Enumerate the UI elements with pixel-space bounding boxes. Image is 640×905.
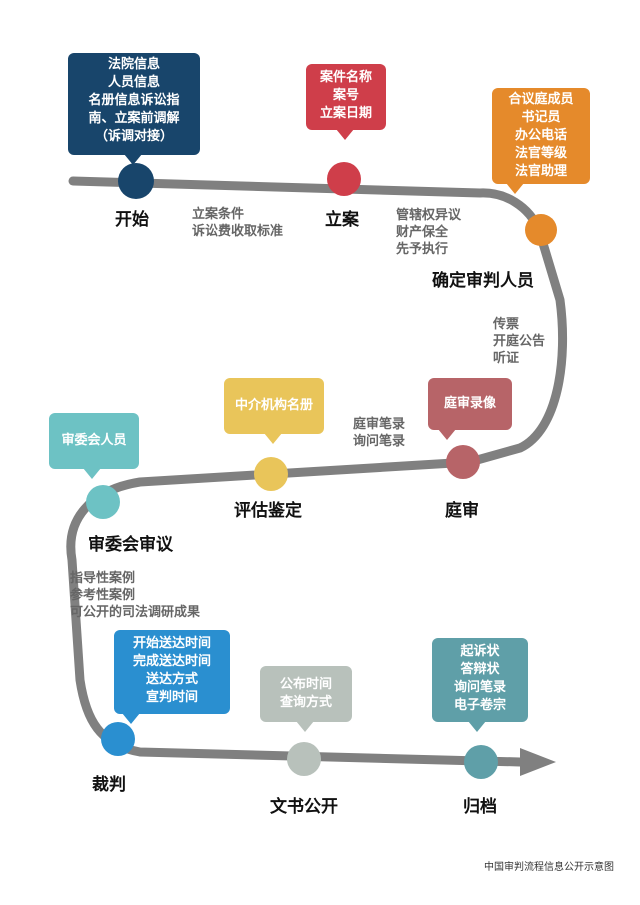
start-node bbox=[118, 163, 154, 199]
start-info-box: 法院信息人员信息名册信息诉讼指南、立案前调解 （诉调对接） bbox=[68, 53, 200, 165]
publish-info-box: 公布时间查询方式 bbox=[260, 666, 352, 732]
committee-info-box: 审委会人员 bbox=[49, 413, 139, 479]
note-start-filing: 立案条件诉讼费收取标准 bbox=[192, 206, 283, 240]
appraisal-node bbox=[254, 457, 288, 491]
archive-info-line: 答辩状 bbox=[460, 662, 500, 677]
committee-info-lines: 审委会人员 bbox=[49, 432, 139, 450]
publish-label: 文书公开 bbox=[270, 797, 338, 817]
diagram-caption: 中国审判流程信息公开示意图 bbox=[484, 862, 614, 873]
note-filing-judges: 管辖权异议财产保全先予执行 bbox=[396, 207, 461, 258]
start-info-line: 人员信息 bbox=[107, 75, 160, 90]
note-line: 诉讼费收取标准 bbox=[192, 224, 284, 239]
publish-info-line: 公布时间 bbox=[279, 677, 332, 692]
publish-info-line: 查询方式 bbox=[279, 695, 332, 710]
judges-node bbox=[525, 214, 557, 246]
appraisal-info-lines: 中介机构名册 bbox=[224, 397, 324, 415]
note-judges-trial: 传票开庭公告听证 bbox=[493, 316, 545, 367]
judges-info-line: 法官等级 bbox=[514, 146, 567, 161]
appraisal-info-box: 中介机构名册 bbox=[224, 378, 324, 444]
start-info-line: （诉调对接） bbox=[94, 129, 173, 144]
judgment-info-line: 送达方式 bbox=[145, 672, 198, 687]
trial-info-box: 庭审录像 bbox=[428, 378, 512, 440]
start-info-line: 南、立案前调解 bbox=[88, 111, 180, 126]
trial-info-line: 庭审录像 bbox=[443, 396, 496, 411]
filing-label: 立案 bbox=[325, 210, 359, 230]
archive-info-line: 起诉状 bbox=[460, 644, 500, 659]
committee-node bbox=[86, 485, 120, 519]
committee-label: 审委会审议 bbox=[88, 535, 173, 555]
start-info-lines: 法院信息人员信息名册信息诉讼指南、立案前调解 （诉调对接） bbox=[68, 56, 200, 146]
committee-info-line: 审委会人员 bbox=[61, 433, 127, 448]
archive-info-box: 起诉状答辩状询问笔录电子卷宗 bbox=[432, 638, 528, 732]
filing-info-line: 案件名称 bbox=[319, 70, 372, 85]
note-line: 开庭公告 bbox=[493, 334, 546, 349]
arrow-head-icon bbox=[520, 748, 556, 776]
trial-node bbox=[446, 445, 480, 479]
archive-node bbox=[464, 745, 498, 779]
judgment-info-line: 完成送达时间 bbox=[132, 654, 211, 669]
judges-info-lines: 合议庭成员书记员办公电话法官等级法官助理 bbox=[492, 91, 590, 181]
judgment-info-box: 开始送达时间完成送达时间送达方式宣判时间 bbox=[114, 630, 230, 724]
trial-label: 庭审 bbox=[445, 501, 479, 521]
appraisal-info-line: 中介机构名册 bbox=[234, 398, 313, 413]
judges-info-line: 法官助理 bbox=[514, 164, 567, 179]
publish-node bbox=[287, 742, 321, 776]
note-committee-judgment: 指导性案例参考性案例可公开的司法调研成果 bbox=[70, 570, 200, 621]
note-line: 参考性案例 bbox=[70, 588, 136, 603]
start-label: 开始 bbox=[115, 210, 149, 230]
judgment-info-line: 开始送达时间 bbox=[132, 636, 211, 651]
filing-info-box: 案件名称案号立案日期 bbox=[306, 64, 386, 140]
judges-info-line: 合议庭成员 bbox=[508, 92, 574, 107]
judgment-info-lines: 开始送达时间完成送达时间送达方式宣判时间 bbox=[114, 635, 230, 707]
start-info-line: 名册信息诉讼指 bbox=[88, 93, 180, 108]
note-line: 财产保全 bbox=[396, 225, 449, 240]
note-line: 先予执行 bbox=[396, 242, 449, 257]
note-line: 听证 bbox=[493, 351, 520, 366]
publish-info-lines: 公布时间查询方式 bbox=[260, 676, 352, 712]
note-line: 庭审笔录 bbox=[353, 417, 406, 432]
note-line: 可公开的司法调研成果 bbox=[70, 605, 201, 620]
archive-info-lines: 起诉状答辩状询问笔录电子卷宗 bbox=[432, 643, 528, 715]
appraisal-label: 评估鉴定 bbox=[234, 501, 302, 521]
archive-info-line: 询问笔录 bbox=[453, 680, 506, 695]
note-line: 询问笔录 bbox=[353, 434, 406, 449]
note-line: 指导性案例 bbox=[70, 571, 136, 586]
filing-info-line: 立案日期 bbox=[319, 106, 372, 121]
judges-info-box: 合议庭成员书记员办公电话法官等级法官助理 bbox=[492, 88, 590, 194]
note-trial-appraisal: 庭审笔录询问笔录 bbox=[353, 416, 405, 450]
judges-info-line: 办公电话 bbox=[514, 128, 567, 143]
judgment-node bbox=[101, 722, 135, 756]
filing-info-line: 案号 bbox=[332, 88, 359, 103]
note-line: 管辖权异议 bbox=[396, 208, 462, 223]
archive-label: 归档 bbox=[463, 797, 497, 817]
judges-info-line: 书记员 bbox=[521, 110, 561, 125]
archive-info-line: 电子卷宗 bbox=[453, 698, 506, 713]
trial-info-lines: 庭审录像 bbox=[428, 395, 512, 413]
judgment-info-line: 宣判时间 bbox=[145, 690, 198, 705]
note-line: 立案条件 bbox=[192, 207, 245, 222]
judges-label: 确定审判人员 bbox=[432, 271, 534, 291]
judgment-label: 裁判 bbox=[92, 775, 126, 795]
filing-node bbox=[327, 162, 361, 196]
filing-info-lines: 案件名称案号立案日期 bbox=[306, 69, 386, 123]
start-info-line: 法院信息 bbox=[107, 57, 160, 72]
note-line: 传票 bbox=[493, 317, 520, 332]
track-line bbox=[66, 176, 568, 767]
